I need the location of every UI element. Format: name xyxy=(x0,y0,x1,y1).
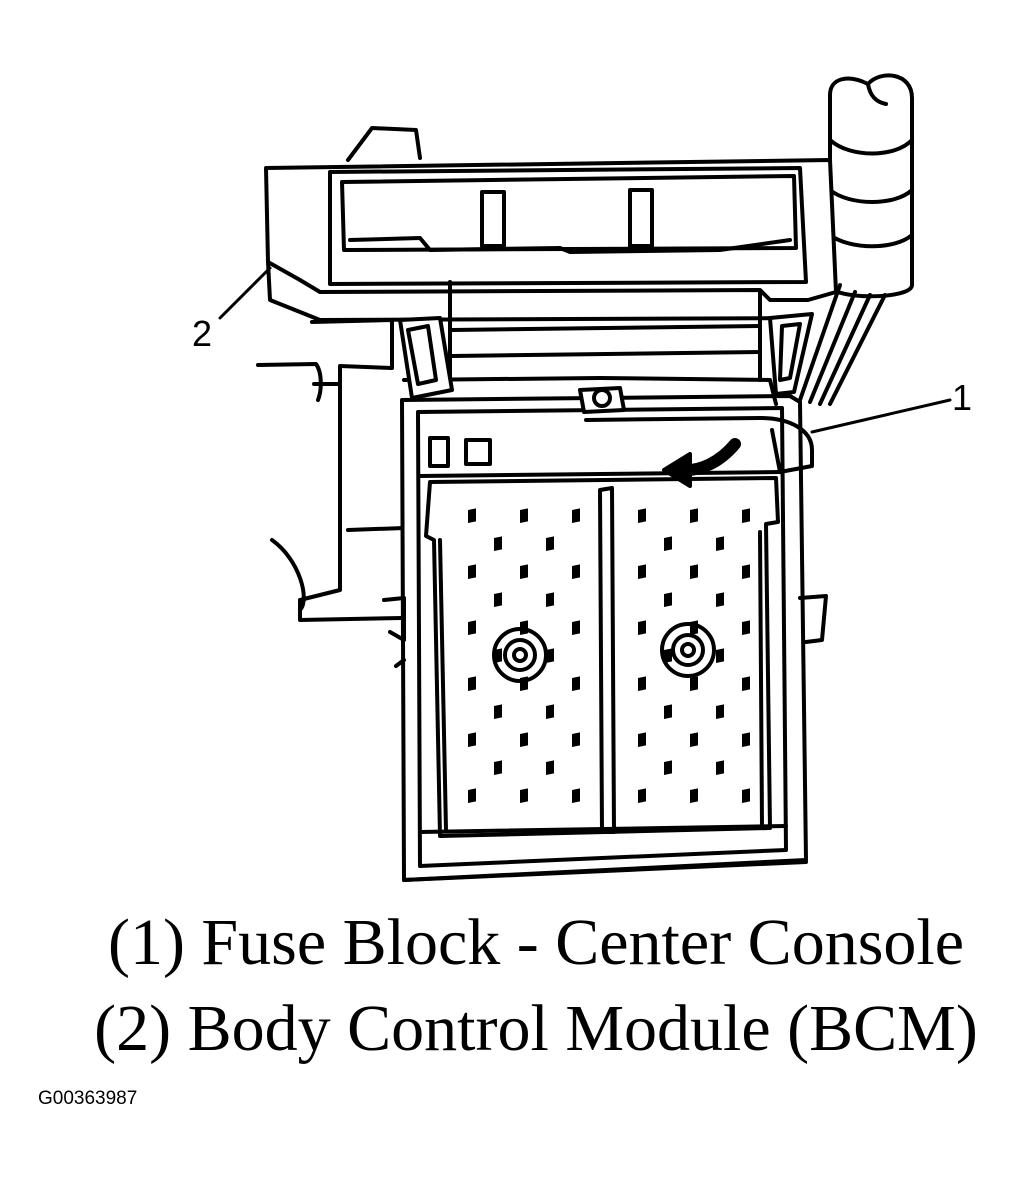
fuse-cavity xyxy=(716,536,724,552)
fuse-cavity xyxy=(520,620,528,636)
fuse-cavity xyxy=(494,648,502,664)
fuse-cavity xyxy=(572,620,580,636)
fuse-cavity xyxy=(690,620,698,636)
fuse-cavity xyxy=(520,732,528,748)
leader-line-1 xyxy=(810,398,952,434)
fuse-cavity xyxy=(716,592,724,608)
fuse-cavity xyxy=(638,508,646,524)
fuse-cavity xyxy=(520,788,528,804)
fuse-cavity xyxy=(546,704,554,720)
fuse-cavities xyxy=(468,508,750,804)
fuse-cavity xyxy=(520,676,528,692)
fuse-cavity xyxy=(664,592,672,608)
fuse-cavity xyxy=(468,676,476,692)
mounting-boss-right xyxy=(660,622,716,678)
fuse-cavity xyxy=(742,676,750,692)
callout-1: 1 xyxy=(952,377,972,418)
fuse-cavity xyxy=(520,508,528,524)
mounting-bracket xyxy=(256,318,406,622)
fuse-cavity xyxy=(468,788,476,804)
fuse-cavity xyxy=(664,704,672,720)
fuse-cavity xyxy=(468,508,476,524)
fuse-cavity xyxy=(690,732,698,748)
fuse-cavity xyxy=(520,564,528,580)
fuse-cavity xyxy=(690,564,698,580)
fuse-cavity xyxy=(546,592,554,608)
fuse-cavity xyxy=(572,676,580,692)
fuse-cavity xyxy=(638,620,646,636)
rotation-arrow xyxy=(662,438,741,488)
wire-harness xyxy=(798,73,914,406)
fuse-cavity xyxy=(546,536,554,552)
fuse-cavity xyxy=(638,788,646,804)
fuse-cavity xyxy=(546,760,554,776)
figure-id: G00363987 xyxy=(38,1088,138,1109)
fuse-cavity xyxy=(572,564,580,580)
fuse-cavity xyxy=(664,648,672,664)
fuse-cavity xyxy=(690,508,698,524)
fuse-cavity xyxy=(546,648,554,664)
fuse-cavity xyxy=(468,620,476,636)
fuse-cavity xyxy=(664,760,672,776)
body-control-module xyxy=(264,126,838,382)
fuse-cavity xyxy=(572,732,580,748)
fuse-cavity xyxy=(690,676,698,692)
fuse-cavity xyxy=(572,508,580,524)
fuse-cavity xyxy=(716,648,724,664)
fuse-cavity xyxy=(494,592,502,608)
fuse-cavity xyxy=(638,732,646,748)
legend-item-bcm: (2) Body Control Module (BCM) xyxy=(94,992,978,1065)
fuse-cavity xyxy=(494,704,502,720)
fuse-cavity xyxy=(664,536,672,552)
fuse-cavity xyxy=(742,732,750,748)
cover-strap xyxy=(584,416,814,474)
callout-2: 2 xyxy=(192,313,212,354)
fuse-cavity xyxy=(572,788,580,804)
fuse-cavity xyxy=(742,788,750,804)
fuse-cavity xyxy=(716,704,724,720)
leader-line-2 xyxy=(218,266,272,320)
fuse-cavity xyxy=(716,760,724,776)
fuse-cavity xyxy=(468,564,476,580)
fuse-cavity xyxy=(742,508,750,524)
fuse-cavity xyxy=(742,564,750,580)
fuse-cavity xyxy=(638,564,646,580)
fuse-cavity xyxy=(742,620,750,636)
fuse-block xyxy=(382,312,828,882)
fuse-cavity xyxy=(690,788,698,804)
fuse-cavity xyxy=(494,536,502,552)
fuse-cavity xyxy=(638,676,646,692)
fuse-cavity xyxy=(468,732,476,748)
legend-item-fuse-block: (1) Fuse Block - Center Console xyxy=(107,906,965,979)
fuse-cavity xyxy=(494,760,502,776)
